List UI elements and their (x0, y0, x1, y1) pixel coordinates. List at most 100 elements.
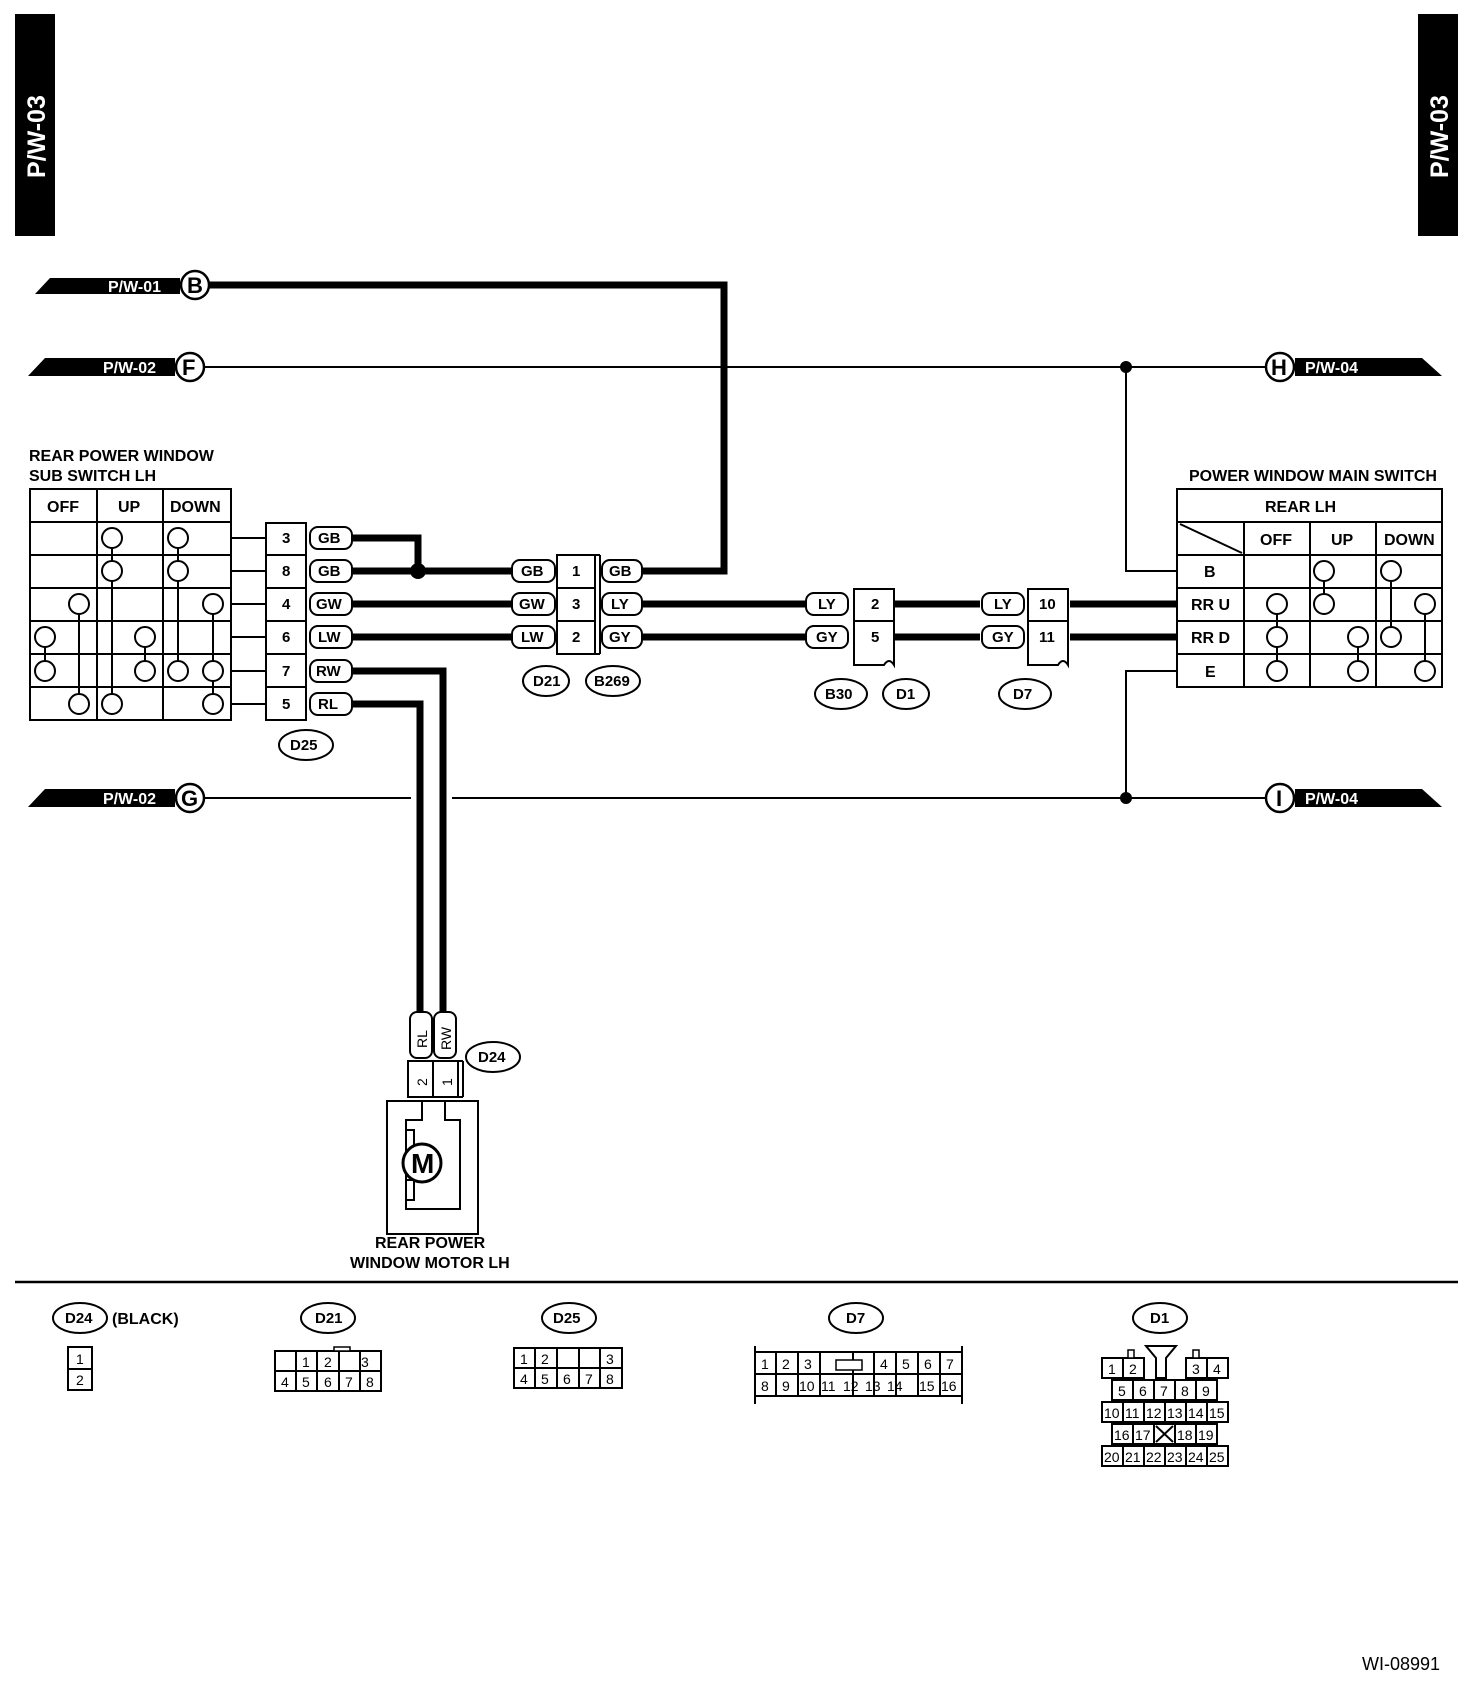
svg-text:9: 9 (782, 1378, 790, 1394)
svg-text:5: 5 (302, 1374, 310, 1390)
svg-text:9: 9 (1202, 1383, 1210, 1399)
svg-text:23: 23 (1167, 1449, 1183, 1465)
svg-text:5: 5 (871, 629, 879, 646)
svg-text:11: 11 (1125, 1405, 1140, 1421)
svg-text:WINDOW MOTOR LH: WINDOW MOTOR LH (350, 1255, 510, 1272)
svg-text:D1: D1 (1150, 1310, 1169, 1327)
svg-text:1: 1 (572, 563, 580, 580)
svg-text:P/W-04: P/W-04 (1305, 360, 1358, 377)
svg-text:5: 5 (282, 696, 290, 713)
svg-text:8: 8 (1181, 1383, 1189, 1399)
offpage-g[interactable]: P/W-02 G (28, 782, 206, 814)
svg-text:LY: LY (611, 596, 629, 613)
wire-b-gb (209, 281, 728, 575)
svg-text:2: 2 (871, 596, 879, 613)
svg-text:14: 14 (1188, 1405, 1204, 1421)
svg-text:I: I (1276, 786, 1282, 811)
svg-text:11: 11 (821, 1378, 836, 1394)
svg-text:5: 5 (1118, 1383, 1126, 1399)
svg-text:D25: D25 (553, 1310, 581, 1327)
svg-text:REAR POWER: REAR POWER (375, 1235, 486, 1252)
svg-text:7: 7 (345, 1374, 353, 1390)
svg-text:RW: RW (316, 663, 342, 680)
svg-text:REAR LH: REAR LH (1265, 499, 1336, 516)
svg-text:UP: UP (1331, 532, 1354, 549)
svg-text:RL: RL (318, 696, 338, 713)
svg-text:22: 22 (1146, 1449, 1162, 1465)
connector-b30-d1[interactable]: LY GY 2 5 B30 D1 (805, 588, 930, 710)
svg-text:POWER WINDOW MAIN SWITCH: POWER WINDOW MAIN SWITCH (1189, 468, 1437, 485)
offpage-h[interactable]: P/W-04 H (1264, 351, 1442, 383)
svg-text:4: 4 (282, 596, 291, 613)
svg-text:7: 7 (585, 1371, 593, 1387)
legend-d21: D21 1 2 3 4 5 6 7 8 (274, 1302, 382, 1392)
svg-text:GB: GB (521, 563, 544, 580)
wire-e-tap (1125, 670, 1177, 798)
svg-text:7: 7 (1160, 1383, 1168, 1399)
offpage-b[interactable]: P/W-01 B (35, 269, 211, 301)
svg-text:7: 7 (946, 1356, 954, 1372)
svg-text:G: G (181, 786, 198, 811)
svg-text:REAR POWER WINDOW: REAR POWER WINDOW (29, 448, 215, 465)
offpage-f[interactable]: P/W-02 F (28, 351, 206, 383)
svg-text:B269: B269 (594, 673, 630, 690)
svg-text:LY: LY (818, 596, 836, 613)
svg-text:D1: D1 (896, 686, 915, 703)
svg-text:19: 19 (1198, 1427, 1214, 1443)
svg-text:3: 3 (606, 1351, 614, 1367)
connector-d7[interactable]: LY GY 10 11 D7 (981, 588, 1069, 710)
svg-text:7: 7 (282, 663, 290, 680)
svg-text:B: B (187, 273, 203, 298)
svg-text:4: 4 (281, 1374, 289, 1390)
rear-power-window-motor-lh[interactable]: RL RW D24 2 1 M REAR POWER WINDOW MOTOR … (350, 1011, 521, 1272)
svg-text:2: 2 (76, 1372, 84, 1388)
svg-text:10: 10 (1039, 596, 1056, 613)
svg-text:4: 4 (880, 1356, 888, 1372)
svg-text:UP: UP (118, 499, 141, 516)
sub-switch-lh: REAR POWER WINDOW SUB SWITCH LH OFF UP D… (29, 448, 232, 721)
svg-text:B: B (1204, 564, 1216, 581)
connector-d25[interactable]: 3 8 4 6 7 5 GB GB GW LW RW RL D25 (265, 522, 353, 761)
legend-d24: D24 (BLACK) 1 2 (52, 1302, 179, 1391)
wire-b-tap (1125, 367, 1177, 572)
wires (204, 281, 1266, 1013)
svg-text:M: M (411, 1148, 434, 1179)
svg-text:F: F (182, 355, 195, 380)
svg-text:RR U: RR U (1191, 597, 1230, 614)
svg-text:14: 14 (887, 1378, 903, 1394)
svg-text:2: 2 (324, 1354, 332, 1370)
svg-text:1: 1 (761, 1356, 769, 1372)
svg-text:1: 1 (439, 1078, 455, 1086)
offpage-i[interactable]: P/W-04 I (1264, 782, 1442, 814)
svg-text:OFF: OFF (47, 499, 79, 516)
svg-text:8: 8 (606, 1371, 614, 1387)
svg-text:GY: GY (609, 629, 631, 646)
page-tag-left: P/W-03 (15, 14, 55, 236)
svg-text:GW: GW (316, 596, 343, 613)
svg-text:25: 25 (1209, 1449, 1225, 1465)
svg-text:18: 18 (1177, 1427, 1193, 1443)
connector-d21-b269[interactable]: GB GW LW 1 3 2 GB LY GY D21 B269 (511, 554, 643, 697)
svg-text:16: 16 (941, 1378, 957, 1394)
legend-d25: D25 1 2 3 4 5 6 7 8 (513, 1302, 623, 1389)
svg-text:P/W-01: P/W-01 (108, 279, 161, 296)
svg-text:2: 2 (414, 1078, 430, 1086)
svg-text:D24: D24 (478, 1049, 506, 1066)
wire-rw (352, 667, 447, 1013)
svg-text:P/W-02: P/W-02 (103, 360, 156, 377)
svg-text:8: 8 (282, 563, 290, 580)
svg-text:GB: GB (609, 563, 632, 580)
svg-text:15: 15 (1209, 1405, 1225, 1421)
svg-text:6: 6 (1139, 1383, 1147, 1399)
svg-text:5: 5 (541, 1371, 549, 1387)
svg-text:20: 20 (1104, 1449, 1120, 1465)
svg-text:GB: GB (318, 530, 341, 547)
power-window-main-switch: POWER WINDOW MAIN SWITCH REAR LH OFF UP … (1176, 468, 1443, 688)
svg-text:LY: LY (994, 596, 1012, 613)
svg-text:3: 3 (572, 596, 580, 613)
wire-gb-3 (352, 534, 422, 571)
svg-text:D21: D21 (315, 1310, 343, 1327)
svg-text:LW: LW (521, 629, 544, 646)
svg-text:P/W-03: P/W-03 (1426, 95, 1454, 178)
svg-text:SUB SWITCH LH: SUB SWITCH LH (29, 468, 156, 485)
